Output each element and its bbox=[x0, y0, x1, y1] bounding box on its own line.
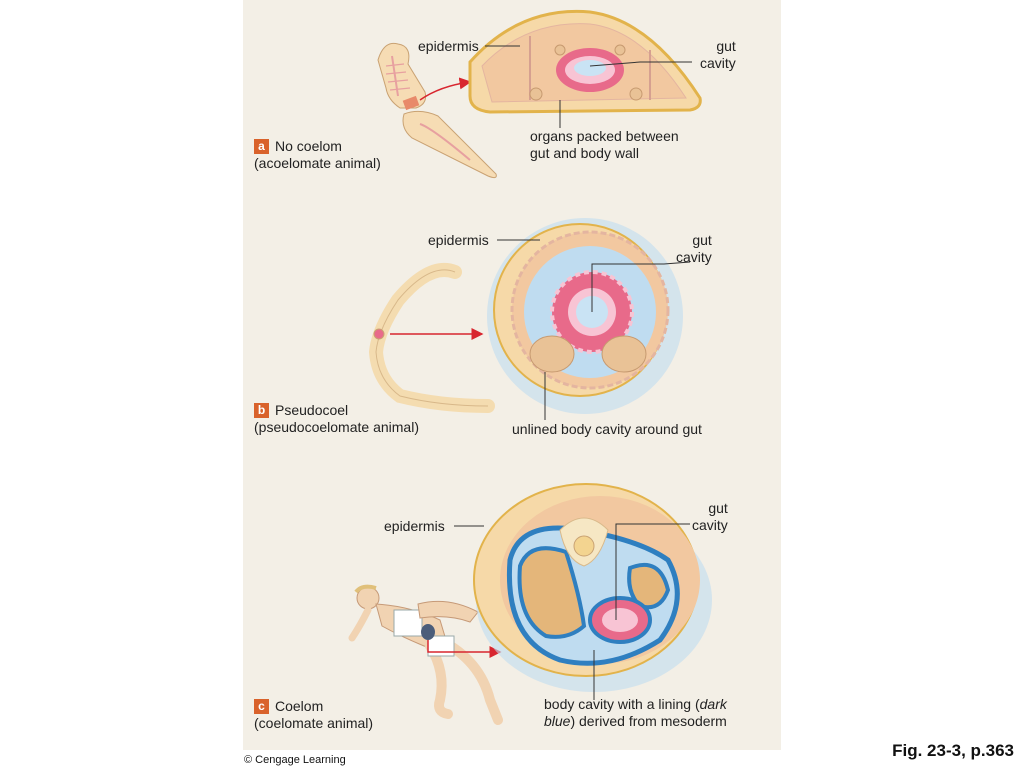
label-c-lining: body cavity with a lining (dark blue) de… bbox=[544, 696, 727, 730]
acoelomate-cross-section bbox=[468, 9, 702, 114]
label-a-organs-line1: organs packed between bbox=[530, 128, 679, 144]
pseudocoelomate-cross-section bbox=[487, 218, 683, 414]
caption-c: c Coelom (coelomate animal) bbox=[254, 698, 373, 732]
label-a-gut-line2: cavity bbox=[700, 55, 736, 71]
badge-b: b bbox=[254, 403, 269, 418]
label-c-gut-line1: gut bbox=[708, 500, 728, 516]
caption-a-title: No coelom bbox=[275, 138, 342, 154]
label-c-lining-post: ) derived from mesoderm bbox=[570, 713, 727, 729]
label-b-cavity: unlined body cavity around gut bbox=[512, 421, 702, 437]
leader-lines-c bbox=[454, 523, 690, 700]
copyright-notice: © Cengage Learning bbox=[244, 754, 346, 766]
label-b-gut: gut cavity bbox=[676, 232, 712, 266]
label-c-gut-line2: cavity bbox=[692, 517, 728, 533]
caption-b-subtitle: (pseudocoelomate animal) bbox=[254, 419, 419, 435]
leader-lines-a bbox=[485, 45, 692, 128]
label-b-gut-line1: gut bbox=[692, 232, 712, 248]
label-a-gut: gut cavity bbox=[700, 38, 736, 72]
badge-a: a bbox=[254, 139, 269, 154]
label-c-epidermis: epidermis bbox=[384, 518, 445, 534]
figure-reference: Fig. 23-3, p.363 bbox=[892, 741, 1014, 760]
label-b-gut-line2: cavity bbox=[676, 249, 712, 265]
caption-b: b Pseudocoel (pseudocoelomate animal) bbox=[254, 402, 419, 436]
leader-lines-b bbox=[497, 239, 691, 420]
caption-c-title: Coelom bbox=[275, 698, 324, 714]
label-b-epidermis: epidermis bbox=[428, 232, 489, 248]
label-a-organs-line2: gut and body wall bbox=[530, 145, 639, 161]
label-a-organs: organs packed between gut and body wall bbox=[530, 128, 679, 162]
coelomate-cross-section bbox=[473, 483, 712, 692]
label-c-gut: gut cavity bbox=[692, 500, 728, 534]
label-c-lining-em: dark bbox=[699, 696, 727, 712]
flatworm-icon bbox=[377, 42, 497, 179]
label-c-lining-em2: blue bbox=[544, 713, 571, 729]
caption-a: a No coelom (acoelomate animal) bbox=[254, 138, 381, 172]
roundworm-icon bbox=[368, 262, 495, 413]
caption-b-title: Pseudocoel bbox=[275, 402, 349, 418]
label-c-lining-pre: body cavity with a lining ( bbox=[544, 696, 700, 712]
label-a-epidermis: epidermis bbox=[418, 38, 479, 54]
caption-a-subtitle: (acoelomate animal) bbox=[254, 155, 381, 171]
caption-c-subtitle: (coelomate animal) bbox=[254, 715, 374, 731]
label-a-gut-line1: gut bbox=[716, 38, 736, 54]
badge-c: c bbox=[254, 699, 269, 714]
runner-figure bbox=[348, 584, 503, 725]
